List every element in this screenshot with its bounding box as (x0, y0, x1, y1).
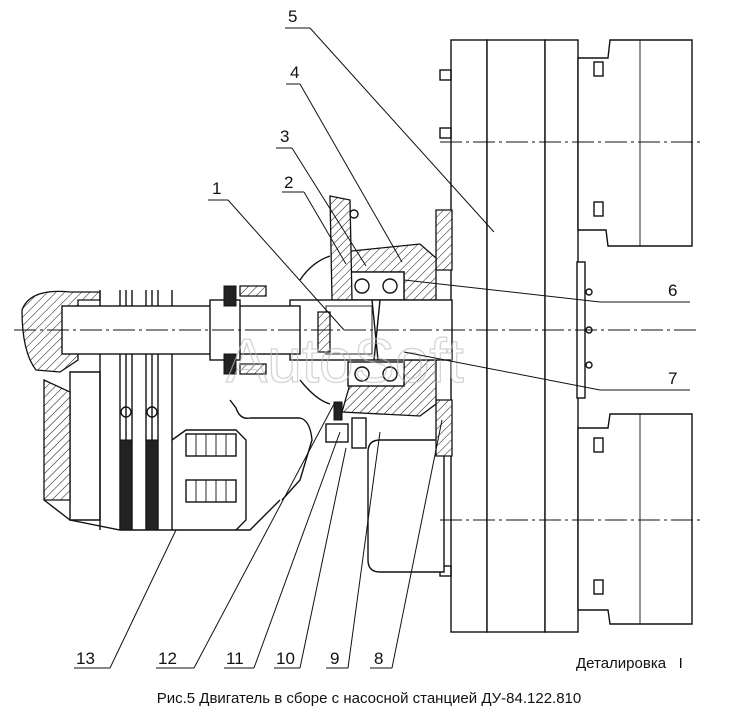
part-label-5: 5 (288, 7, 297, 26)
watermark: AutoSoft (226, 327, 464, 396)
part-label-10: 10 (276, 649, 295, 668)
part-label-13: 13 (76, 649, 95, 668)
part-label-2: 2 (284, 173, 293, 192)
part-label-4: 4 (290, 63, 299, 82)
pump-station-housing (367, 39, 693, 633)
figure-caption: Рис.5 Двигатель в сборе с насосной станц… (157, 690, 582, 707)
part-label-12: 12 (158, 649, 177, 668)
part-label-11: 11 (226, 649, 244, 668)
part-label-3: 3 (280, 127, 289, 146)
part-label-7: 7 (668, 369, 677, 388)
leader-lines (74, 27, 690, 669)
part-label-8: 8 (374, 649, 383, 668)
section-title: Деталировка I (576, 655, 683, 672)
part-label-1: 1 (212, 179, 221, 198)
bearing-housing (289, 195, 453, 457)
part-label-6: 6 (668, 281, 677, 300)
part-label-9: 9 (330, 649, 339, 668)
